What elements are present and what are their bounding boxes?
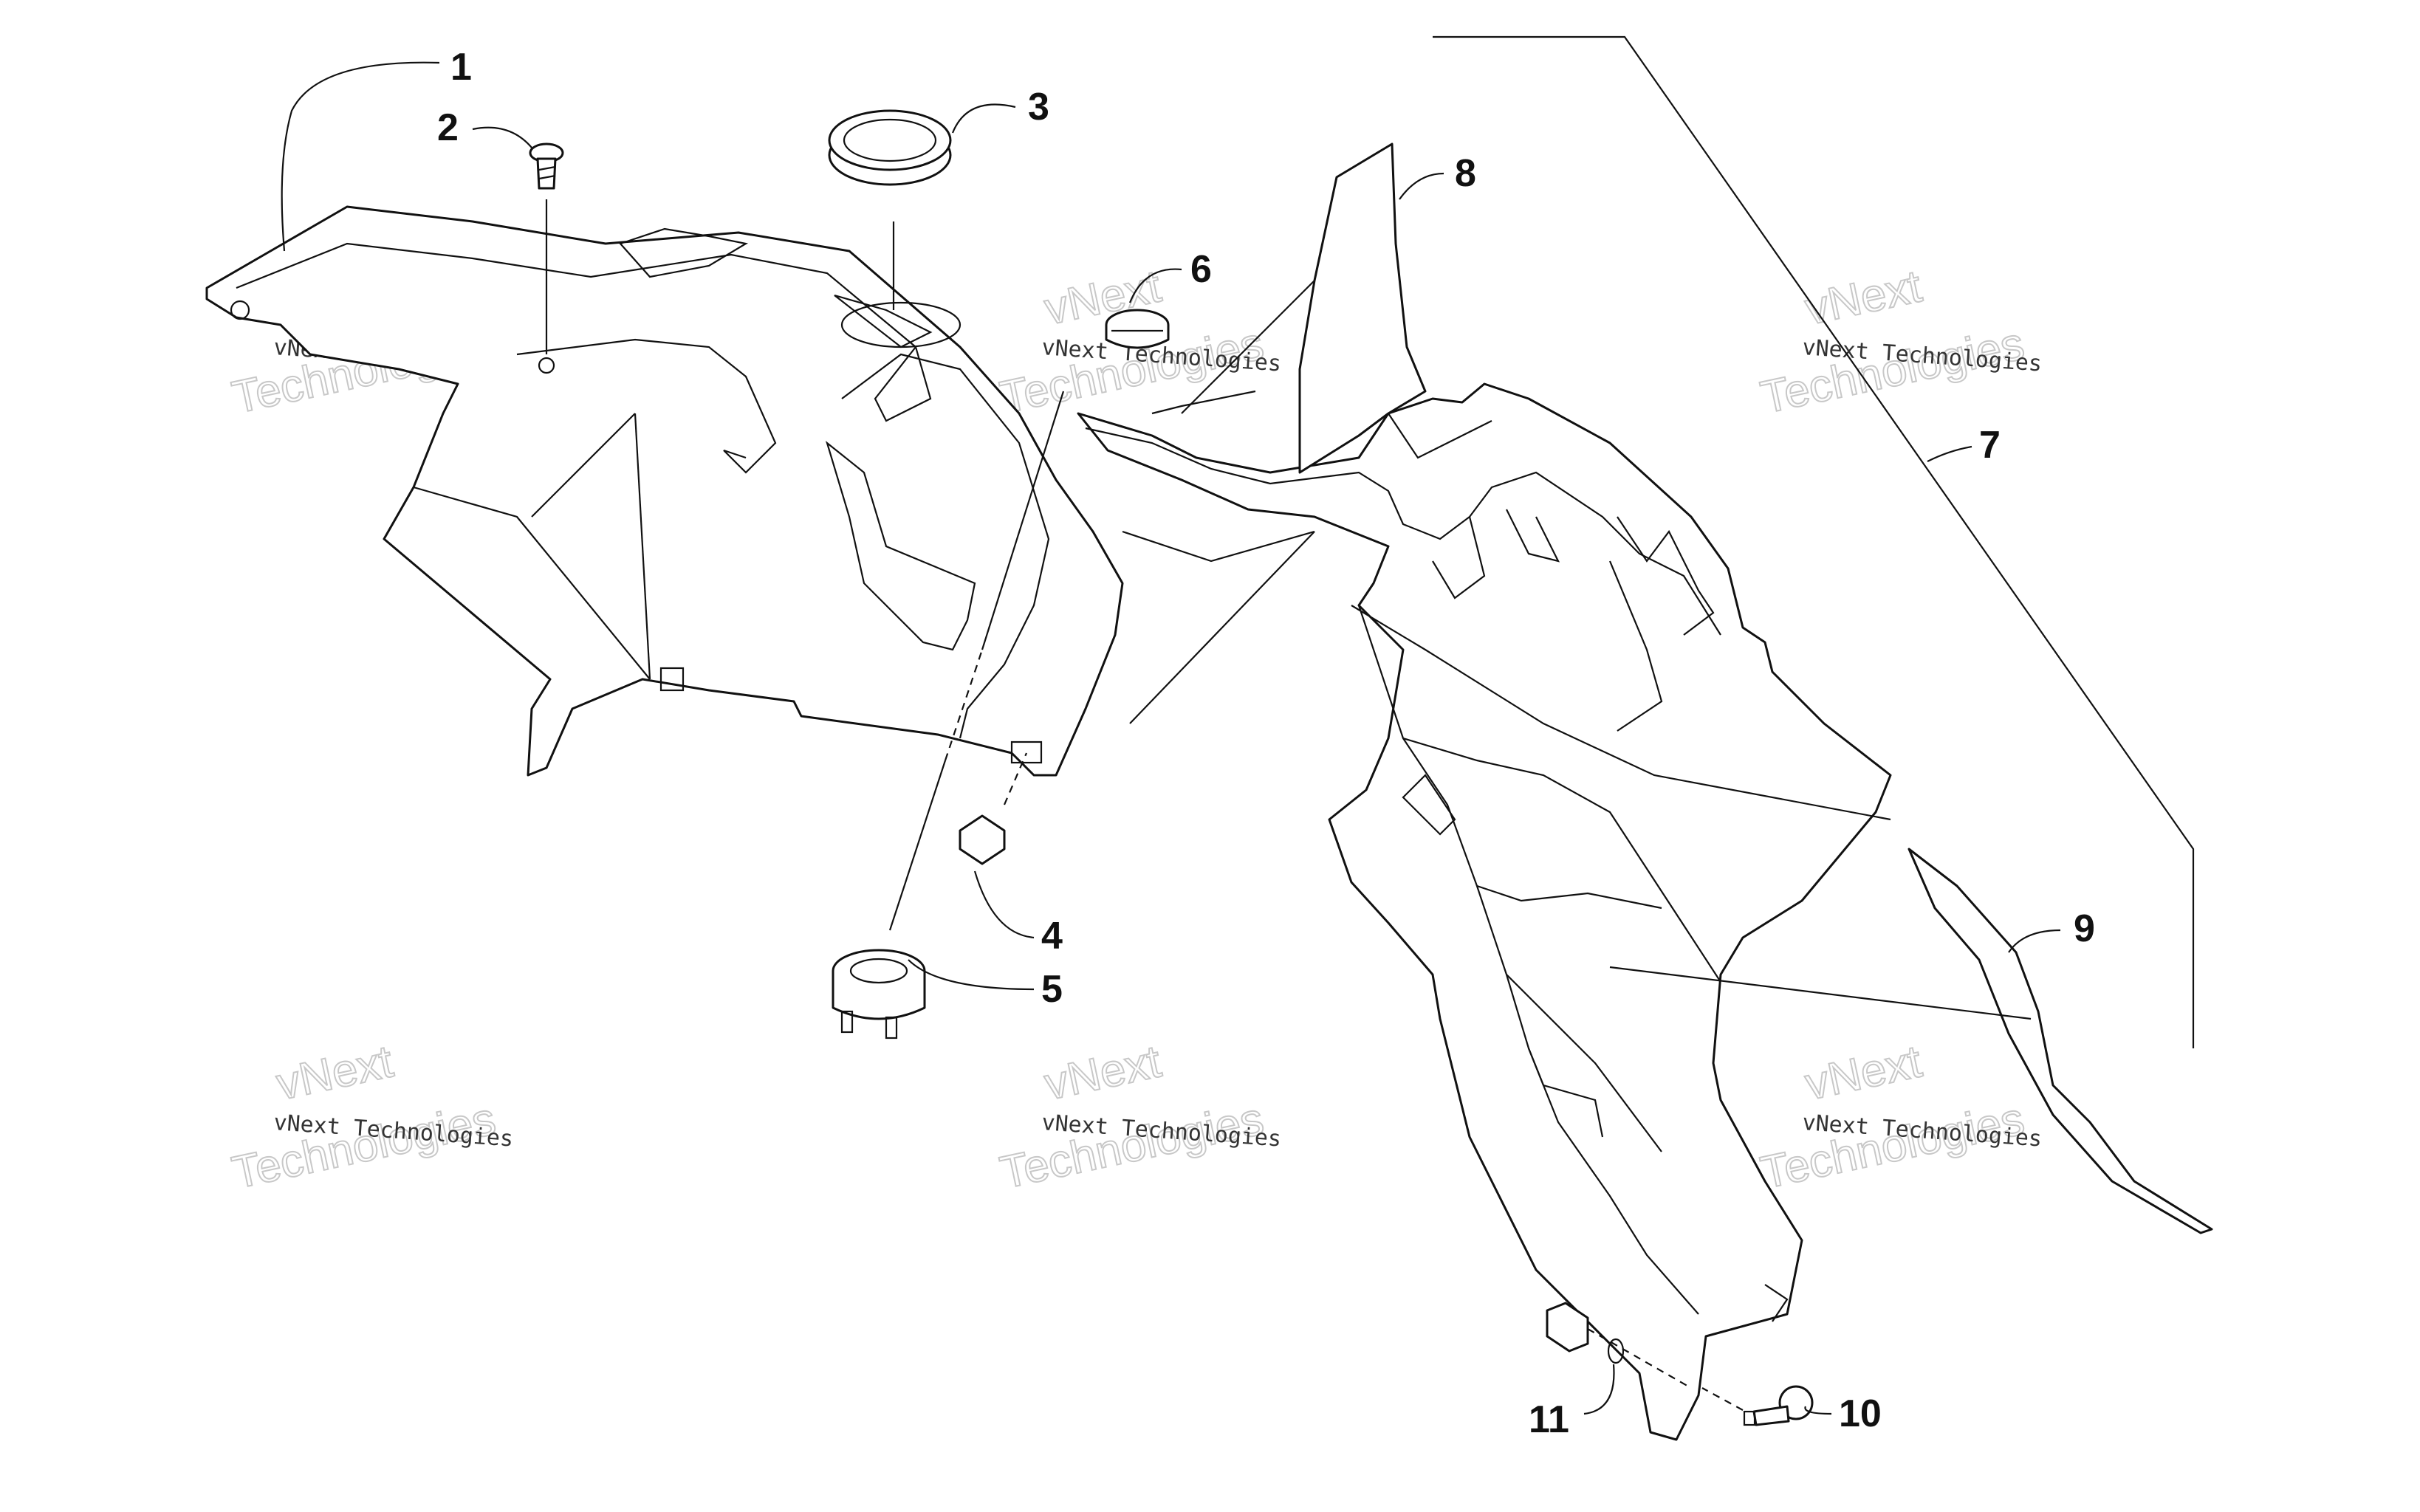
callout-7: 7 bbox=[1979, 424, 2001, 467]
side-fin-part-8 bbox=[1129, 142, 1427, 724]
side-strip-part-9 bbox=[1609, 848, 2213, 1234]
screw-part-2 bbox=[529, 142, 564, 354]
left-console-panel bbox=[205, 205, 1124, 777]
watermark-bottom-left: vNext Technologies vNext Technologies bbox=[227, 1035, 515, 1199]
callout-6: 6 bbox=[1190, 248, 1212, 291]
callout-9: 9 bbox=[2074, 907, 2095, 950]
watermark-vnext: vNext bbox=[1801, 261, 1926, 334]
ring-nut-part-3 bbox=[828, 109, 952, 310]
bracket-part-7 bbox=[1433, 35, 2195, 1048]
callout-leaders bbox=[281, 61, 2061, 1415]
callout-labels: 1 2 3 4 5 6 7 8 9 10 11 bbox=[437, 46, 2095, 1441]
callout-11: 11 bbox=[1529, 1398, 1569, 1441]
right-console-panel bbox=[1077, 382, 1892, 1441]
callout-2: 2 bbox=[437, 106, 459, 149]
callout-10: 10 bbox=[1839, 1392, 1882, 1435]
cap-part-6 bbox=[981, 309, 1170, 650]
watermark-vnext: vNext bbox=[1801, 1036, 1926, 1110]
callout-3: 3 bbox=[1028, 86, 1049, 128]
watermark-vnext: vNext bbox=[272, 1036, 397, 1110]
fastener-part-10 bbox=[1701, 1385, 1814, 1426]
clip-part-4 bbox=[959, 752, 1028, 865]
clip-part-11 bbox=[1546, 1302, 1692, 1389]
watermark-bottom-right: vNext Technologies vNext Technologies bbox=[1756, 1035, 2043, 1199]
watermark-vnext: vNext bbox=[1041, 1036, 1165, 1110]
callout-4: 4 bbox=[1041, 915, 1063, 958]
callout-1: 1 bbox=[450, 46, 472, 89]
callout-8: 8 bbox=[1455, 152, 1476, 195]
callout-5: 5 bbox=[1041, 968, 1063, 1011]
ignition-switch-part-5 bbox=[832, 649, 984, 1040]
watermark-bottom-center: vNext Technologies vNext Technologies bbox=[995, 1035, 1283, 1199]
